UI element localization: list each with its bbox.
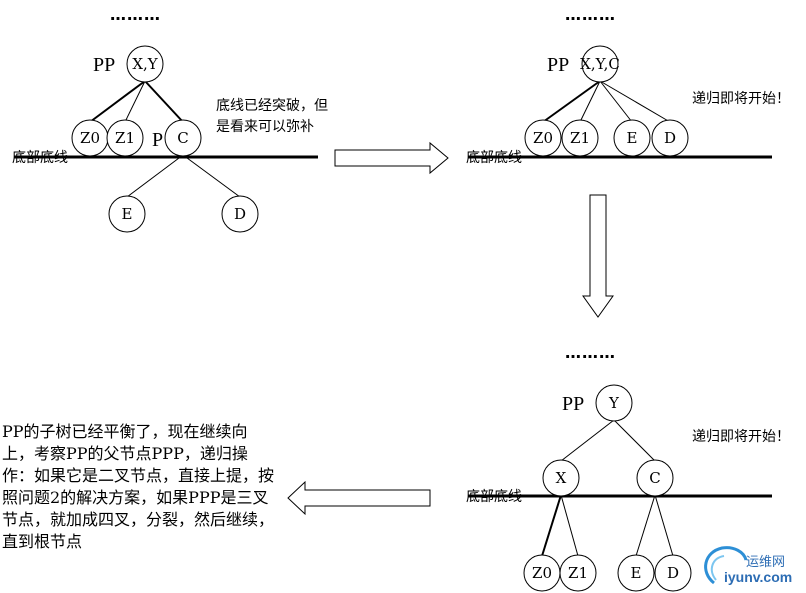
svg-text:E: E bbox=[631, 564, 642, 582]
arrow-down bbox=[582, 194, 614, 318]
node-c: C bbox=[636, 459, 674, 497]
watermark-top-text: 运维网 bbox=[746, 555, 786, 570]
baseline-3-label: 底部底线 bbox=[466, 489, 522, 505]
node-z0: Z0 bbox=[524, 119, 562, 157]
note-4-explanation: PP的子树已经平衡了，现在继续向上，考察PP的父节点PPP，递归操作：如果它是二… bbox=[2, 422, 275, 551]
edge-y-c bbox=[613, 419, 656, 462]
node-z1: Z1 bbox=[106, 119, 144, 157]
note-1-line-2: 是看来可以弥补 bbox=[216, 118, 314, 135]
svg-text:C: C bbox=[649, 469, 660, 487]
edge-c-d bbox=[182, 154, 241, 198]
node-e: E bbox=[613, 119, 651, 157]
panel-3: ……… PP 底部底线 Y X C Z0 Z1 bbox=[466, 343, 790, 592]
edge-xyc-z1 bbox=[579, 80, 601, 123]
svg-text:Z0: Z0 bbox=[80, 129, 100, 147]
arrow-right bbox=[334, 141, 449, 175]
svg-text:Z1: Z1 bbox=[570, 129, 590, 147]
panel-1-ellipsis: ……… bbox=[110, 5, 161, 24]
panel-1: ……… PP 底部底线 X,Y Z0 Z1 P C E bbox=[12, 5, 328, 233]
svg-text:Z1: Z1 bbox=[568, 564, 588, 582]
svg-text:Z0: Z0 bbox=[533, 129, 553, 147]
watermark: 运维网 iyunv.com bbox=[702, 545, 806, 593]
panel-2: ……… PP 底部底线 X,Y,C Z0 Z1 E D 递归即将开始！ bbox=[466, 5, 790, 166]
edge-xy-z1 bbox=[124, 80, 146, 123]
node-z0: Z0 bbox=[523, 554, 561, 592]
watermark-logo-icon bbox=[704, 546, 748, 585]
node-d: D bbox=[221, 195, 259, 233]
node-xy: X,Y bbox=[126, 45, 164, 83]
node-z0: Z0 bbox=[71, 119, 109, 157]
edge-xy-c bbox=[144, 80, 184, 123]
edge-xyc-d bbox=[599, 80, 671, 123]
edge-x-z1 bbox=[560, 494, 579, 557]
baseline-1-label: 底部底线 bbox=[12, 150, 68, 166]
panel-3-ellipsis: ……… bbox=[565, 343, 616, 362]
svg-text:D: D bbox=[234, 205, 246, 223]
svg-text:X,Y,C: X,Y,C bbox=[580, 55, 620, 73]
panel-1-p-label: P bbox=[152, 129, 163, 151]
svg-text:E: E bbox=[627, 129, 638, 147]
edge-c-d bbox=[654, 494, 674, 557]
edge-y-x bbox=[560, 419, 615, 462]
svg-text:E: E bbox=[122, 205, 133, 223]
node-e: E bbox=[108, 195, 146, 233]
node-xyc: X,Y,C bbox=[580, 45, 620, 83]
node-z1: Z1 bbox=[559, 554, 597, 592]
svg-text:X,Y: X,Y bbox=[132, 55, 158, 73]
note-2-recursion: 递归即将开始！ bbox=[692, 90, 790, 107]
node-e: E bbox=[617, 554, 655, 592]
node-z1: Z1 bbox=[561, 119, 599, 157]
node-d: D bbox=[654, 554, 692, 592]
svg-text:C: C bbox=[177, 129, 188, 147]
note-3-recursion: 递归即将开始！ bbox=[692, 428, 790, 445]
svg-text:D: D bbox=[664, 129, 676, 147]
node-y: Y bbox=[595, 384, 633, 422]
svg-text:X: X bbox=[556, 469, 567, 487]
panel-2-pp-label: PP bbox=[547, 54, 569, 76]
svg-text:Z1: Z1 bbox=[115, 129, 135, 147]
panel-2-ellipsis: ……… bbox=[565, 5, 616, 24]
svg-text:Z0: Z0 bbox=[532, 564, 552, 582]
edge-c-e bbox=[635, 494, 656, 557]
svg-text:Y: Y bbox=[608, 394, 620, 412]
edge-xy-z0 bbox=[89, 80, 146, 123]
edge-xyc-z0 bbox=[542, 80, 601, 123]
edge-x-z0 bbox=[541, 494, 562, 557]
panel-3-pp-label: PP bbox=[562, 393, 584, 415]
baseline-2-label: 底部底线 bbox=[466, 150, 522, 166]
panel-1-pp-label: PP bbox=[93, 54, 115, 76]
watermark-bottom-text: iyunv.com bbox=[724, 569, 793, 585]
node-x: X bbox=[542, 459, 580, 497]
svg-text:D: D bbox=[667, 564, 679, 582]
edge-c-e bbox=[126, 154, 184, 198]
note-1-line-1: 底线已经突破，但 bbox=[216, 98, 328, 114]
arrow-left bbox=[287, 480, 431, 516]
node-d: D bbox=[651, 119, 689, 157]
node-c: C bbox=[164, 119, 202, 157]
edge-xyc-e bbox=[599, 80, 633, 123]
